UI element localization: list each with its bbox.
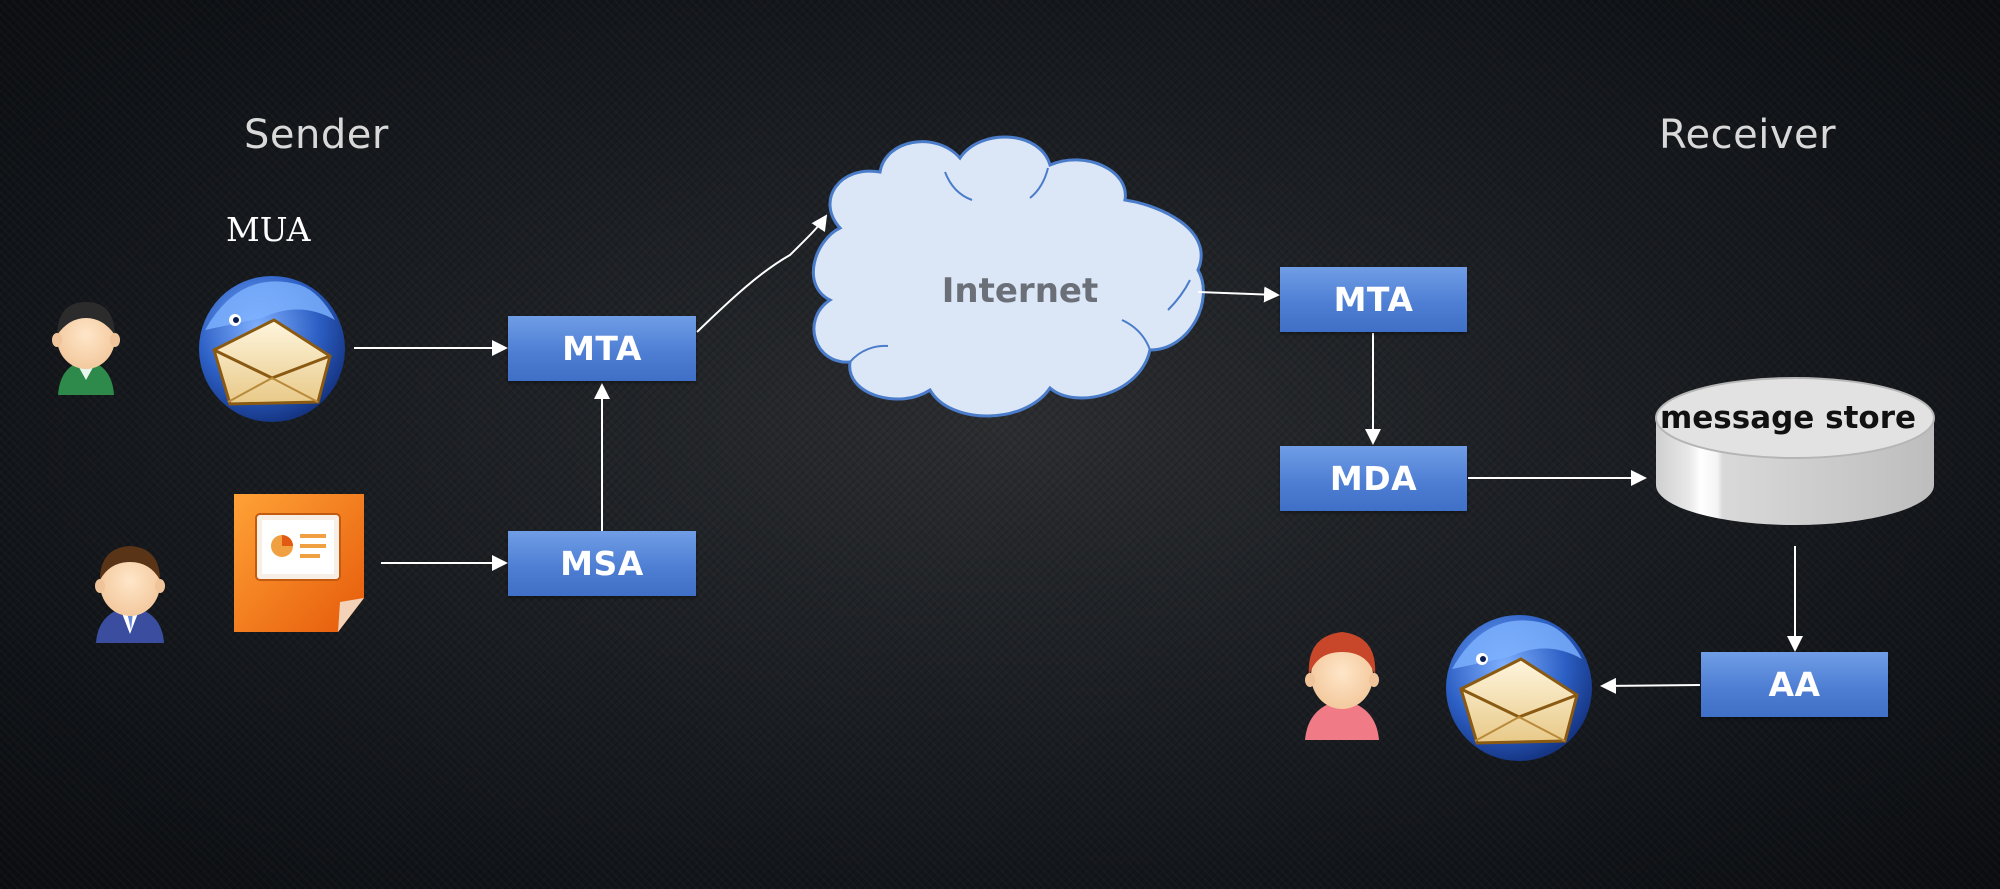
receiver-heading: Receiver	[1659, 112, 1837, 158]
cloud-icon: Internet	[811, 135, 1205, 418]
internet-label: Internet	[942, 271, 1098, 311]
person-green-icon	[52, 302, 120, 395]
aa-node: AA	[1701, 652, 1888, 717]
thunderbird-mail-client-icon	[1446, 615, 1592, 761]
arrow-internet-to-mta	[1197, 286, 1280, 303]
mda-node: MDA	[1280, 446, 1467, 511]
thunderbird-mail-client-icon	[199, 276, 345, 422]
mua-label: MUA	[226, 210, 311, 249]
presentation-document-icon	[234, 494, 364, 632]
person-red-hair-icon	[1305, 632, 1379, 740]
mta-sender-node: MTA	[508, 316, 696, 381]
sender-heading: Sender	[244, 112, 389, 158]
arrow-mta-to-internet	[696, 214, 828, 333]
database-cylinder-icon: message store	[1655, 377, 1935, 525]
message-store-label: message store	[1660, 400, 1916, 436]
arrow-aa-to-client	[1600, 677, 1701, 694]
mta-receiver-node: MTA	[1280, 267, 1467, 332]
arrows	[354, 214, 1803, 694]
person-blue-suit-icon	[95, 546, 165, 643]
msa-node: MSA	[508, 531, 696, 596]
